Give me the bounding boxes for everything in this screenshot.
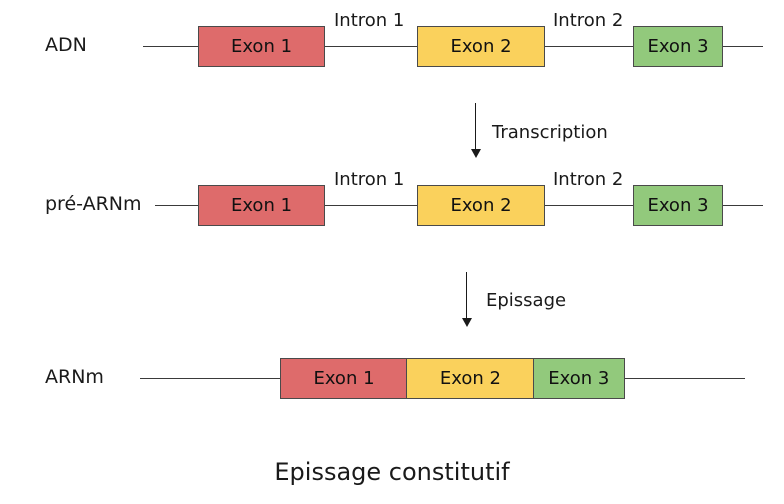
dna-intron2-line [545, 46, 633, 47]
pre-mrna-intron1-label: Intron 1 [334, 169, 405, 190]
row-label-mrna: ARNm [45, 366, 104, 388]
row-label-dna: ADN [45, 34, 87, 56]
dna-strand-right [723, 46, 763, 47]
pre-mrna-intron2-label: Intron 2 [553, 169, 624, 190]
pre-mrna-strand-right [723, 205, 763, 206]
dna-intron1-line [324, 46, 417, 47]
pre-mrna-exon-2: Exon 2 [417, 185, 545, 226]
mrna-strand-left [140, 378, 280, 379]
arrow-transcription-label: Transcription [492, 122, 608, 143]
figure-caption: Epissage constitutif [274, 458, 510, 486]
pre-mrna-exon-3: Exon 3 [633, 185, 723, 226]
dna-strand-left [143, 46, 199, 47]
mrna-exon-1: Exon 1 [280, 358, 408, 399]
arrow-epissage-shaft [466, 272, 467, 320]
arrow-epissage-head [461, 318, 472, 327]
row-label-pre-mrna: pré-ARNm [45, 193, 142, 215]
pre-mrna-exon-1: Exon 1 [198, 185, 325, 226]
arrow-transcription-shaft [475, 103, 476, 151]
pre-mrna-intron1-line [324, 205, 417, 206]
pre-mrna-intron2-line [545, 205, 633, 206]
dna-intron1-label: Intron 1 [334, 10, 405, 31]
dna-intron2-label: Intron 2 [553, 10, 624, 31]
mrna-exon-3: Exon 3 [532, 358, 625, 399]
dna-exon-2: Exon 2 [417, 26, 545, 67]
dna-exon-3: Exon 3 [633, 26, 723, 67]
mrna-strand-right [625, 378, 745, 379]
dna-exon-1: Exon 1 [198, 26, 325, 67]
arrow-epissage-label: Epissage [486, 290, 567, 311]
mrna-exon-2: Exon 2 [406, 358, 535, 399]
arrow-transcription-head [470, 149, 481, 158]
pre-mrna-strand-left [155, 205, 199, 206]
